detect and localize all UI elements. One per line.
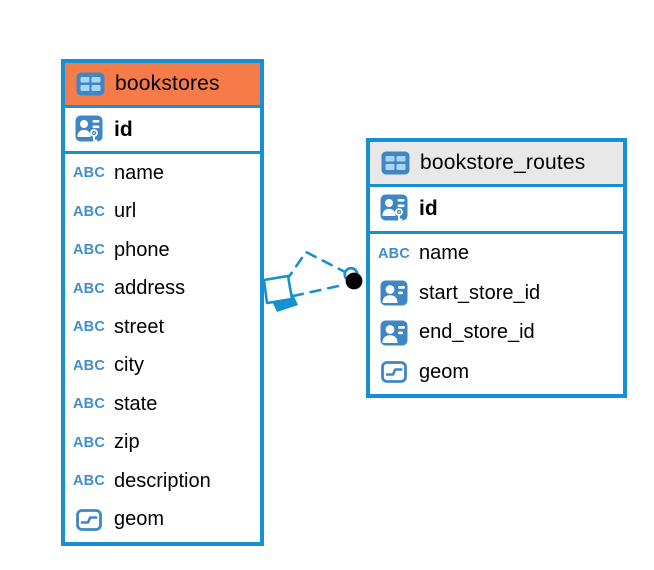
relationship-line[interactable] (284, 250, 349, 283)
column-row[interactable]: geom (65, 501, 260, 540)
column-name-label: state (114, 392, 158, 415)
column-row[interactable]: ABC zip (65, 424, 260, 463)
entity-table-bookstore-routes[interactable]: bookstore_routes id ABC name (366, 138, 627, 398)
text-column-icon: ABC (73, 280, 106, 297)
relationship-dot-marker[interactable] (343, 266, 363, 290)
table-icon (74, 72, 106, 96)
foreign-key-icon (378, 320, 410, 346)
column-name-label: name (114, 161, 165, 184)
table-header[interactable]: bookstores (65, 63, 260, 108)
column-row[interactable]: ABC description (65, 462, 260, 501)
column-name-label: end_store_id (419, 321, 535, 344)
column-row[interactable]: ABC city (65, 347, 260, 386)
column-row[interactable]: start_store_id (370, 274, 623, 314)
text-column-icon: ABC (73, 242, 106, 259)
column-name-label: description (114, 469, 211, 492)
column-name-label: phone (114, 238, 170, 261)
text-column-icon: ABC (73, 165, 106, 182)
column-name-label: street (114, 315, 165, 338)
column-name-label: city (114, 354, 144, 377)
geometry-column-icon (73, 508, 105, 532)
text-column-icon: ABC (73, 203, 106, 220)
column-row[interactable]: ABC name (370, 234, 623, 274)
text-column-icon: ABC (73, 357, 106, 374)
column-row[interactable]: ABC name (65, 154, 260, 193)
column-name-label: id (419, 197, 438, 220)
table-title: bookstore_routes (420, 151, 586, 174)
table-header[interactable]: bookstore_routes (370, 142, 623, 187)
geometry-column-icon (378, 360, 410, 384)
column-name-label: id (114, 117, 133, 141)
column-name-label: zip (114, 431, 140, 454)
text-column-icon: ABC (73, 396, 106, 413)
column-row[interactable]: geom (370, 353, 623, 393)
primary-key-icon (378, 194, 410, 224)
text-column-icon: ABC (73, 319, 106, 336)
column-row[interactable]: ABC state (65, 385, 260, 424)
column-row[interactable]: ABC street (65, 308, 260, 347)
column-row-primary-key[interactable]: id (370, 187, 623, 234)
table-title: bookstores (115, 72, 220, 95)
column-name-label: address (114, 277, 186, 300)
relationship-diamond-marker[interactable] (262, 274, 298, 312)
column-list: ABC name start_store_id end_store_id geom (370, 234, 623, 392)
column-row[interactable]: ABC url (65, 193, 260, 232)
column-name-label: geom (419, 360, 470, 383)
column-row[interactable]: ABC address (65, 270, 260, 309)
column-name-label: name (419, 242, 470, 265)
primary-key-icon (73, 115, 105, 145)
column-name-label: url (114, 200, 137, 223)
column-row[interactable]: end_store_id (370, 313, 623, 353)
column-name-label: start_store_id (419, 281, 541, 304)
text-column-icon: ABC (378, 245, 411, 262)
text-column-icon: ABC (73, 434, 106, 451)
column-row[interactable]: ABC phone (65, 231, 260, 270)
text-column-icon: ABC (73, 473, 106, 490)
relationship-line[interactable] (291, 283, 345, 298)
table-icon (379, 151, 411, 175)
column-row-primary-key[interactable]: id (65, 108, 260, 154)
column-name-label: geom (114, 508, 165, 531)
foreign-key-icon (378, 280, 410, 306)
